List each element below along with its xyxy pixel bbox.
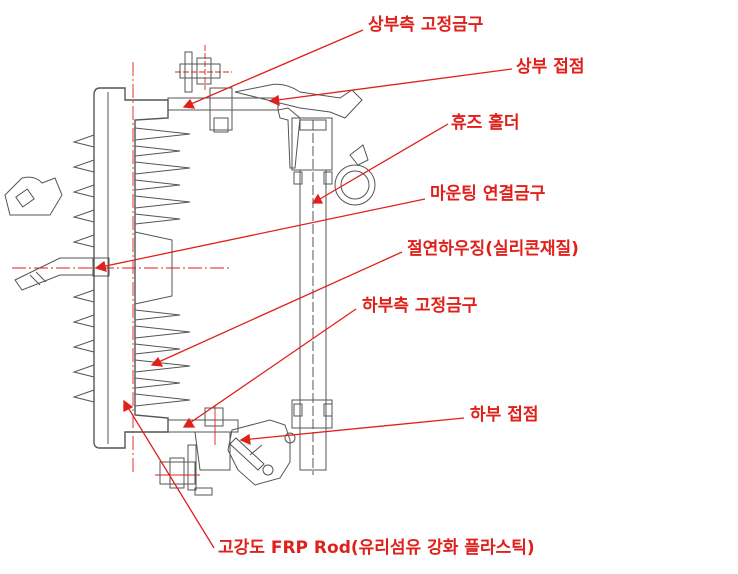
center-lines [12,45,232,476]
label-mounting: 마운팅 연결금구 [430,184,546,204]
label-upper-fixing: 상부측 고정금구 [368,15,484,35]
fuse-holder [291,117,333,475]
lower-hardware [159,407,296,496]
leader-lines [94,29,513,549]
mounting-bracket [4,176,110,291]
label-frp-rod: 고강도 FRP Rod(유리섬유 강화 플라스틱) [218,538,535,558]
label-lower-contact: 하부 접점 [470,405,539,425]
label-fuse-holder: 휴즈 홀더 [451,113,520,133]
left-sheds [72,134,95,403]
label-lower-fixing: 하부측 고정금구 [362,296,478,316]
insulator-housing [72,87,191,449]
label-insulation-housing: 절연하우징(실리콘재질) [407,239,579,259]
upper-hardware [167,51,376,206]
label-upper-contact: 상부 접점 [516,57,585,77]
right-sheds [134,127,191,407]
